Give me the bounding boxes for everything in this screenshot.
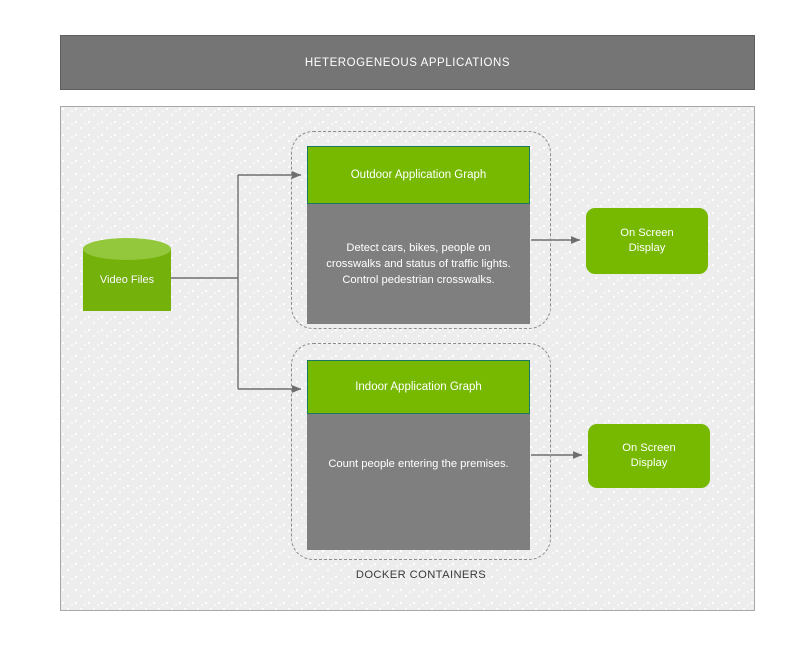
- indoor-application-block[interactable]: Indoor Application Graph Count people en…: [307, 360, 530, 550]
- outdoor-application-description: Detect cars, bikes, people on crosswalks…: [326, 242, 511, 286]
- video-files-label: Video Files: [99, 274, 155, 286]
- on-screen-display-indoor[interactable]: On Screen Display: [588, 424, 710, 488]
- page-title: HETEROGENEOUS APPLICATIONS: [304, 56, 511, 69]
- indoor-application-graph-label: Indoor Application Graph: [355, 381, 482, 393]
- on-screen-display-outdoor-label: On Screen Display: [620, 227, 674, 254]
- video-files-datastore[interactable]: Video Files: [83, 238, 171, 322]
- cylinder-bottom-ellipse: [83, 289, 171, 311]
- on-screen-display-outdoor[interactable]: On Screen Display: [586, 208, 708, 274]
- docker-container-outdoor: [291, 131, 551, 329]
- indoor-application-description: Count people entering the premises.: [328, 458, 509, 470]
- header-bar: HETEROGENEOUS APPLICATIONS: [60, 35, 755, 90]
- outdoor-application-block[interactable]: Outdoor Application Graph Detect cars, b…: [307, 146, 530, 324]
- outdoor-application-description-panel: Detect cars, bikes, people on crosswalks…: [307, 204, 530, 324]
- outdoor-application-graph-header[interactable]: Outdoor Application Graph: [307, 146, 530, 204]
- docker-container-indoor: [291, 343, 551, 560]
- indoor-application-description-panel: Count people entering the premises.: [307, 414, 530, 550]
- docker-containers-caption: DOCKER CONTAINERS: [355, 569, 487, 581]
- indoor-application-graph-header[interactable]: Indoor Application Graph: [307, 360, 530, 414]
- cylinder-top-ellipse: [83, 238, 171, 260]
- outdoor-application-graph-label: Outdoor Application Graph: [350, 169, 487, 181]
- on-screen-display-indoor-label: On Screen Display: [622, 442, 676, 469]
